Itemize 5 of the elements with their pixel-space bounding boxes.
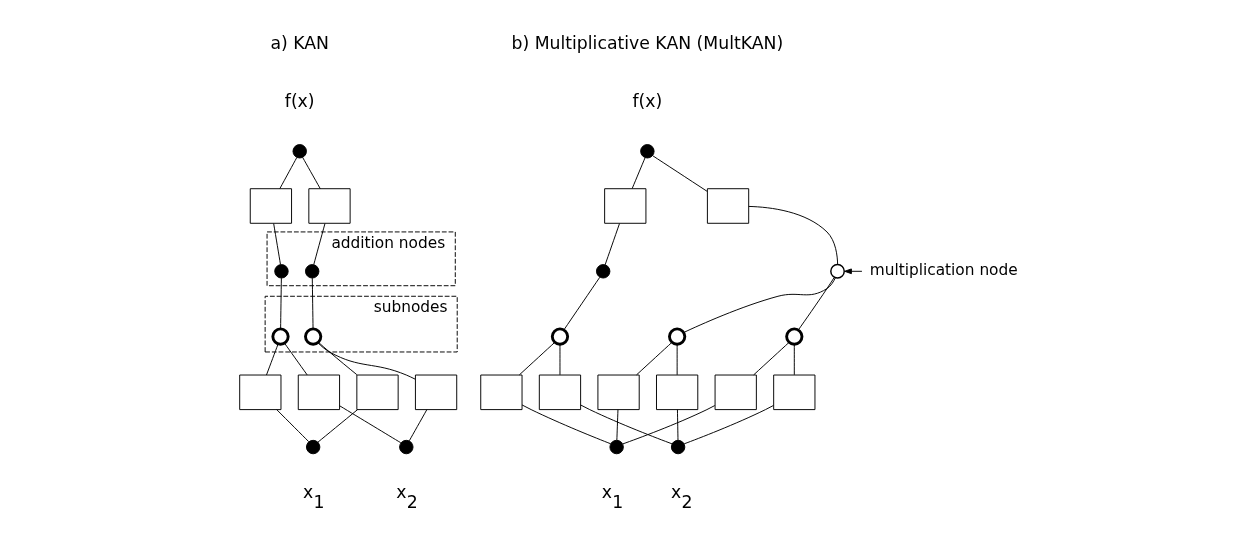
label: a) KAN [270,32,329,53]
node-label: f(x) [632,91,663,112]
node-text: multiplication node [869,260,1018,279]
node-label: f(x) [284,91,315,112]
label: b) Multiplicative KAN (MultKAN) [511,32,784,53]
